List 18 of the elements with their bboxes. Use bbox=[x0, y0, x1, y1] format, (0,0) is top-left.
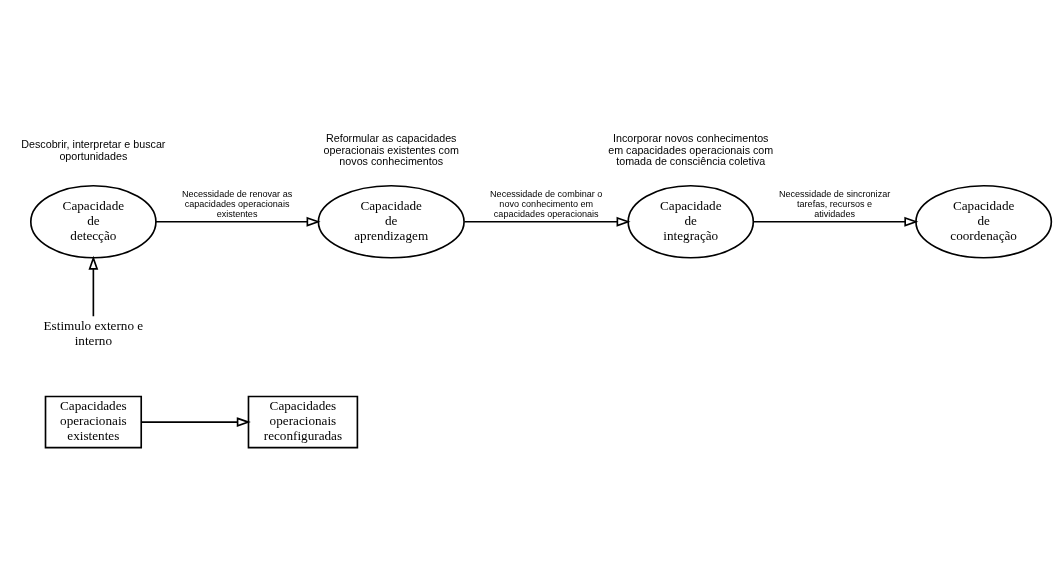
arrow bbox=[155, 216, 321, 227]
edge-label: Necessidade de sincronizar tarefas, recursos e atividades bbox=[778, 188, 891, 219]
node-ellipse: Capacidade de integração bbox=[627, 184, 755, 259]
edge-label: Necessidade de combinar o novo conhecimento em capacidades operacionais bbox=[490, 188, 603, 219]
node-ellipse: Capacidade de coordenação bbox=[915, 184, 1053, 259]
node-box: Capacidades operacionais reconfiguradas bbox=[247, 395, 359, 449]
arrow bbox=[140, 416, 251, 427]
edge-label: Necessidade de renovar as capacidades operacionais existentes bbox=[181, 188, 293, 219]
node-ellipse: Capacidade de aprendizagem bbox=[317, 184, 465, 259]
arrow bbox=[88, 255, 99, 317]
node-box: Capacidades operacionais existentes bbox=[44, 395, 143, 449]
node-ellipse: Capacidade de detecção bbox=[29, 184, 157, 259]
node-text: Estimulo externo e interno bbox=[43, 317, 144, 348]
node-label: Incorporar novos conhecimentos em capacidades operacionais com tomada de consciência coletiva bbox=[608, 131, 774, 167]
node-label: Descobrir, interpretar e buscar oportunidades bbox=[21, 137, 166, 162]
arrow bbox=[752, 216, 919, 227]
arrow bbox=[463, 216, 631, 227]
node-label: Reformular as capacidades operacionais existentes com novos conhecimentos bbox=[323, 131, 459, 167]
